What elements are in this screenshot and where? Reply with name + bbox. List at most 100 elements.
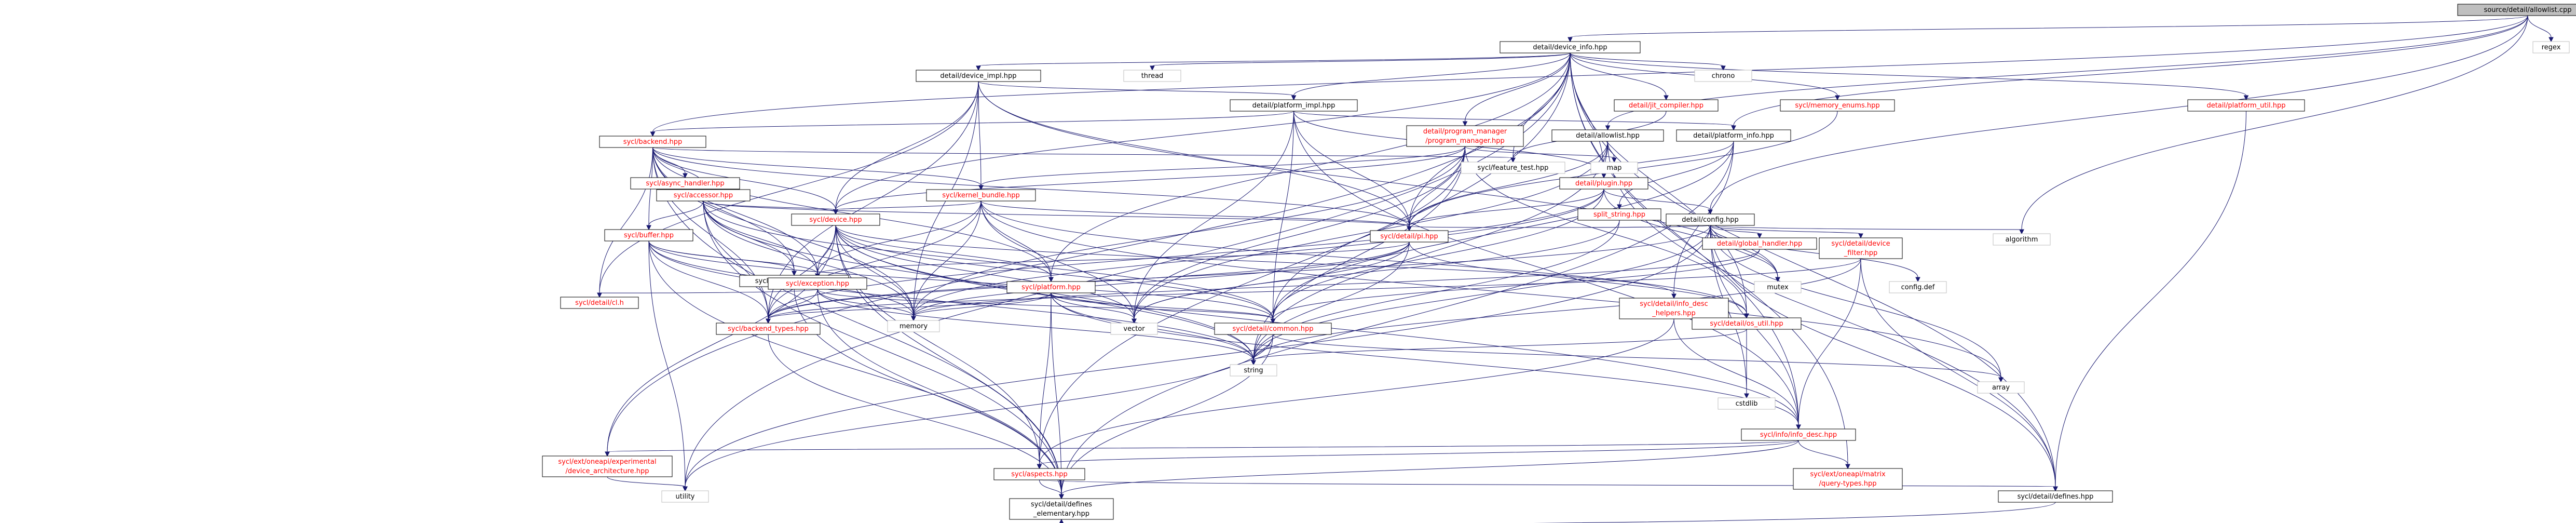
graph-node-device-impl[interactable]: detail/device_impl.hpp [916, 70, 1041, 82]
node-label: cstdlib [1736, 400, 1758, 408]
dependency-edge [1134, 146, 1465, 319]
node-box [542, 455, 673, 477]
dependency-edge [1293, 111, 1799, 425]
dependency-edge [913, 189, 1604, 317]
node-label: mutex [1767, 284, 1789, 291]
node-box [1006, 281, 1096, 293]
node-box [1370, 230, 1449, 243]
node-label: sycl/ext/oneapi/matrix [1810, 471, 1886, 478]
graph-node-feature-test: sycl/feature_test.hpp [1461, 162, 1565, 174]
graph-node-plugin[interactable]: detail/plugin.hpp [1559, 177, 1648, 190]
graph-node-os-util[interactable]: sycl/detail/os_util.hpp [1692, 317, 1802, 330]
dependency-edge [1061, 334, 1273, 495]
graph-node-pi[interactable]: sycl/detail/pi.hpp [1370, 230, 1449, 243]
node-label: sycl/detail/cl.h [575, 299, 624, 307]
dependency-edge [703, 200, 1273, 319]
node-box [661, 490, 709, 503]
graph-node-config[interactable]: detail/config.hpp [1666, 213, 1755, 226]
graph-node-allowlist-hpp[interactable]: detail/allowlist.hpp [1551, 129, 1664, 142]
dependency-edge [835, 146, 1465, 210]
edge-arrowhead [1744, 313, 1749, 319]
dependency-edge [1710, 225, 1861, 234]
dependency-edge [1039, 479, 2056, 487]
graph-node-split-string[interactable]: split_string.hpp [1577, 208, 1661, 221]
graph-node-common[interactable]: sycl/detail/common.hpp [1214, 323, 1332, 335]
node-label: _elementary.hpp [1033, 510, 1089, 518]
graph-node-kernel-bundle[interactable]: sycl/kernel_bundle.hpp [926, 189, 1036, 202]
graph-node-global-handler[interactable]: detail/global_handler.hpp [1702, 237, 1817, 250]
node-label: detail/platform_info.hpp [1693, 132, 1774, 140]
graph-node-async-handler[interactable]: sycl/async_handler.hpp [630, 177, 740, 190]
node-label: sycl/backend.hpp [623, 138, 682, 146]
dependency-edge [1570, 52, 2246, 96]
node-label: memory [899, 323, 928, 330]
graph-node-device-arch[interactable]: sycl/ext/oneapi/experimental/device_arch… [542, 455, 673, 477]
graph-node-chrono: chrono [1694, 70, 1752, 82]
node-box [1461, 162, 1565, 174]
node-label: /program_manager.hpp [1425, 137, 1504, 145]
dependency-edge [1051, 292, 1135, 319]
dependency-edge [1061, 141, 1734, 495]
graph-node-cl[interactable]: sycl/detail/cl.h [560, 297, 639, 309]
dependency-edge [817, 289, 914, 317]
node-label: split_string.hpp [1593, 211, 1645, 219]
node-label: thread [1141, 72, 1164, 80]
node-box [656, 189, 751, 202]
dependency-edge [835, 81, 979, 210]
edge-arrowhead [1270, 318, 1276, 324]
node-label: detail/platform_impl.hpp [1252, 102, 1335, 110]
node-label: detail/device_info.hpp [1533, 44, 1607, 51]
graph-node-device-filter[interactable]: sycl/detail/device_filter.hpp [1819, 237, 1903, 259]
dependency-edge [980, 146, 1465, 186]
graph-node-info-desc-helpers[interactable]: sycl/detail/info_desc_helpers.hpp [1619, 298, 1729, 319]
dependency-edge [1710, 225, 2022, 230]
graph-node-backend-types[interactable]: sycl/backend_types.hpp [716, 323, 821, 335]
dependency-edge [913, 146, 1465, 317]
graph-node-memory-enums[interactable]: sycl/memory_enums.hpp [1780, 99, 1895, 112]
node-box [1110, 323, 1158, 335]
graph-node-platform-info[interactable]: detail/platform_info.hpp [1676, 129, 1791, 142]
graph-node-defines[interactable]: sycl/detail/defines.hpp [1998, 490, 2113, 503]
node-box [2187, 99, 2305, 112]
graph-node-algorithm: algorithm [1993, 233, 2051, 246]
graph-node-device-info[interactable]: detail/device_info.hpp [1500, 41, 1641, 53]
node-label: map [1607, 164, 1622, 172]
graph-node-accessor[interactable]: sycl/accessor.hpp [656, 189, 751, 202]
node-box [1998, 490, 2113, 503]
node-box [768, 277, 867, 290]
dependency-edge [652, 15, 2528, 132]
graph-node-defines-elem[interactable]: sycl/detail/defines_elementary.hpp [1009, 498, 1114, 520]
node-box [1741, 428, 1856, 441]
dependency-edge [835, 225, 1040, 465]
node-box [1780, 99, 1895, 112]
graph-node-exception[interactable]: sycl/exception.hpp [768, 277, 867, 290]
edge-arrowhead [1150, 65, 1155, 71]
edge-arrowhead [766, 318, 771, 324]
graph-node-device[interactable]: sycl/device.hpp [791, 213, 880, 226]
edge-arrowhead [1744, 393, 1749, 399]
graph-node-program-manager[interactable]: detail/program_manager/program_manager.h… [1406, 125, 1524, 147]
node-box [1694, 70, 1752, 82]
edge-arrowhead [1858, 233, 1863, 239]
graph-node-buffer[interactable]: sycl/buffer.hpp [604, 229, 693, 242]
dependency-edge [1798, 440, 1848, 465]
dependency-edge [1039, 440, 1799, 465]
graph-node-platform[interactable]: sycl/platform.hpp [1006, 281, 1096, 293]
graph-node-jit-compiler[interactable]: detail/jit_compiler.hpp [1614, 99, 1719, 112]
dependency-edge [1273, 146, 1465, 319]
graph-node-platform-impl[interactable]: detail/platform_impl.hpp [1230, 99, 1358, 112]
dependency-edge [978, 81, 1294, 96]
graph-node-aspects[interactable]: sycl/aspects.hpp [993, 468, 1085, 480]
node-box [1718, 397, 1776, 410]
dependency-edge [1039, 318, 1674, 465]
dependency-edge [1409, 225, 1711, 228]
graph-node-cstdlib: cstdlib [1718, 397, 1776, 410]
graph-node-backend[interactable]: sycl/backend.hpp [599, 136, 706, 148]
dependency-edge [1152, 52, 1571, 66]
node-label: _filter.hpp [1844, 249, 1877, 257]
dependency-edge [1051, 292, 1062, 495]
graph-node-info-desc[interactable]: sycl/info/info_desc.hpp [1741, 428, 1856, 441]
graph-node-platform-util[interactable]: detail/platform_util.hpp [2187, 99, 2305, 112]
dependency-edge [1273, 189, 1604, 319]
graph-node-matrix-query[interactable]: sycl/ext/oneapi/matrix/query-types.hpp [1793, 468, 1903, 490]
